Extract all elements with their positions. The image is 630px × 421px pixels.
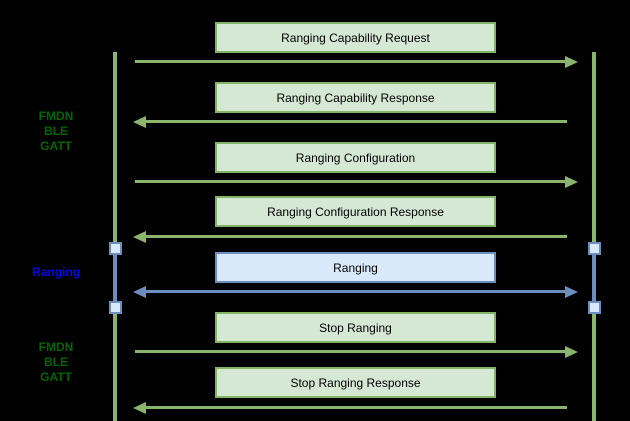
ranging-start-marker-left bbox=[109, 242, 122, 255]
arrow-shaft bbox=[135, 180, 566, 183]
message-box-ranging: Ranging bbox=[215, 252, 496, 283]
message-box-ranging-capability-response: Ranging Capability Response bbox=[215, 82, 496, 113]
section-label-fmdn-ble-gatt-bottom: FMDN BLE GATT bbox=[38, 340, 74, 384]
message-box-stop-ranging: Stop Ranging bbox=[215, 312, 496, 343]
ranging-end-marker-right bbox=[588, 301, 601, 314]
arrow-shaft bbox=[145, 120, 567, 123]
message-label: Stop Ranging Response bbox=[290, 375, 421, 390]
message-box-stop-ranging-response: Stop Ranging Response bbox=[215, 367, 496, 398]
arrow-head bbox=[565, 176, 578, 188]
message-box-ranging-configuration: Ranging Configuration bbox=[215, 142, 496, 173]
message-label: Ranging Capability Request bbox=[281, 30, 430, 45]
ranging-start-marker-right bbox=[588, 242, 601, 255]
message-label: Ranging bbox=[333, 260, 378, 275]
ranging-end-marker-left bbox=[109, 301, 122, 314]
arrow-head bbox=[565, 346, 578, 358]
arrow-shaft bbox=[145, 406, 567, 409]
arrow-head bbox=[133, 116, 146, 128]
message-label: Ranging Configuration Response bbox=[267, 204, 444, 219]
lifeline-left bbox=[113, 52, 117, 421]
arrow-shaft bbox=[145, 290, 566, 293]
arrow-shaft bbox=[145, 235, 567, 238]
arrow-head bbox=[565, 286, 578, 298]
message-label: Ranging Capability Response bbox=[276, 90, 435, 105]
message-box-ranging-configuration-response: Ranging Configuration Response bbox=[215, 196, 496, 227]
arrow-head bbox=[133, 402, 146, 414]
message-label: Stop Ranging bbox=[319, 320, 392, 335]
arrow-head bbox=[133, 231, 146, 243]
section-label-fmdn-ble-gatt-top: FMDN BLE GATT bbox=[38, 109, 74, 153]
message-box-ranging-capability-request: Ranging Capability Request bbox=[215, 22, 496, 53]
arrow-shaft bbox=[135, 350, 566, 353]
arrow-shaft bbox=[135, 60, 566, 63]
message-label: Ranging Configuration bbox=[295, 150, 416, 165]
section-label-ranging: Ranging bbox=[32, 265, 80, 279]
arrow-head bbox=[133, 286, 146, 298]
lifeline-right bbox=[592, 52, 596, 421]
lifeline-ranging-segment-right bbox=[592, 249, 596, 307]
lifeline-ranging-segment-left bbox=[113, 249, 117, 307]
arrow-head bbox=[565, 56, 578, 68]
